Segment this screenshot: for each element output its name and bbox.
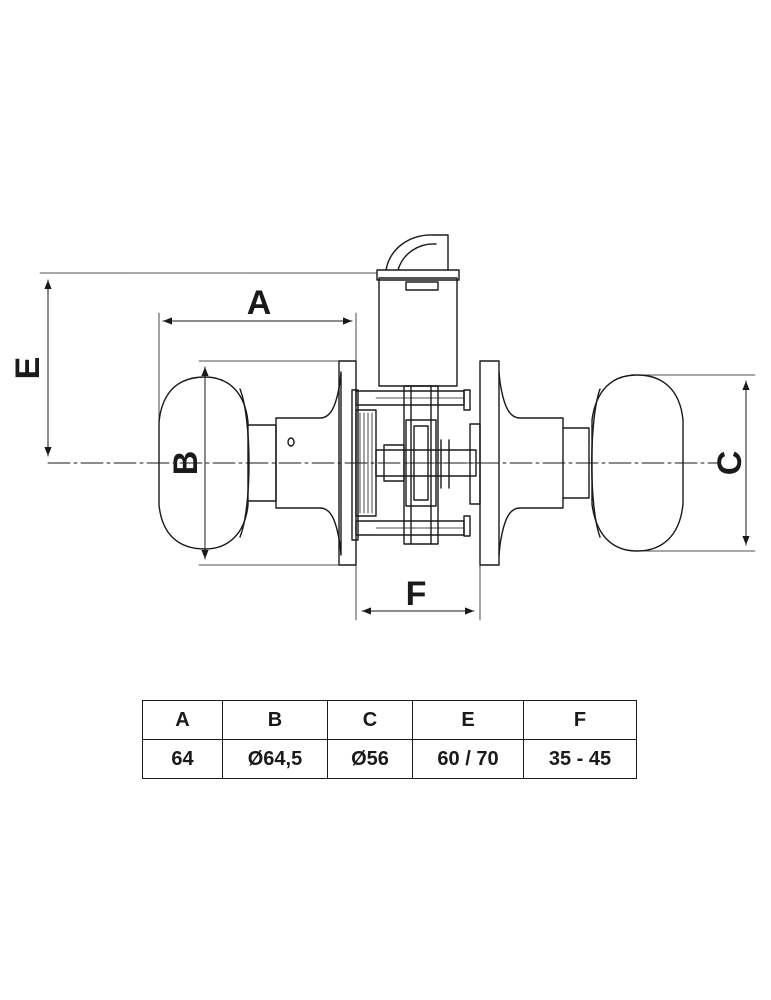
table-header-cell: F xyxy=(523,700,637,740)
dimension-label-e: E xyxy=(9,357,47,380)
dimension-label-a: A xyxy=(247,284,272,322)
table-cell: Ø64,5 xyxy=(222,739,328,779)
right-rose xyxy=(479,360,564,566)
dimension-e xyxy=(39,272,378,457)
latch xyxy=(376,234,460,545)
spindle xyxy=(375,419,477,507)
dimensions-table: A B C E F 64 Ø64,5 Ø56 60 / 70 35 - 45 xyxy=(142,700,637,779)
dimension-c xyxy=(639,374,756,552)
dimension-label-b: B xyxy=(167,451,205,476)
table-cell: Ø56 xyxy=(327,739,413,779)
table-cell: 60 / 70 xyxy=(412,739,524,779)
table-header-cell: B xyxy=(222,700,328,740)
table-header-cell: E xyxy=(412,700,524,740)
table-header-row: A B C E F xyxy=(142,700,637,740)
right-knob-neck xyxy=(562,427,590,499)
right-knob xyxy=(591,374,684,552)
dimension-f xyxy=(355,564,481,621)
table-header-cell: C xyxy=(327,700,413,740)
table-header-cell: A xyxy=(142,700,223,740)
left-inner-plate xyxy=(351,389,377,541)
table-cell: 35 - 45 xyxy=(523,739,637,779)
dimension-label-c: C xyxy=(711,451,749,476)
dimension-b xyxy=(198,360,340,566)
dimension-label-f: F xyxy=(406,575,427,613)
table-cell: 64 xyxy=(142,739,223,779)
dimension-a xyxy=(158,312,357,464)
table-row: 64 Ø64,5 Ø56 60 / 70 35 - 45 xyxy=(142,739,637,779)
